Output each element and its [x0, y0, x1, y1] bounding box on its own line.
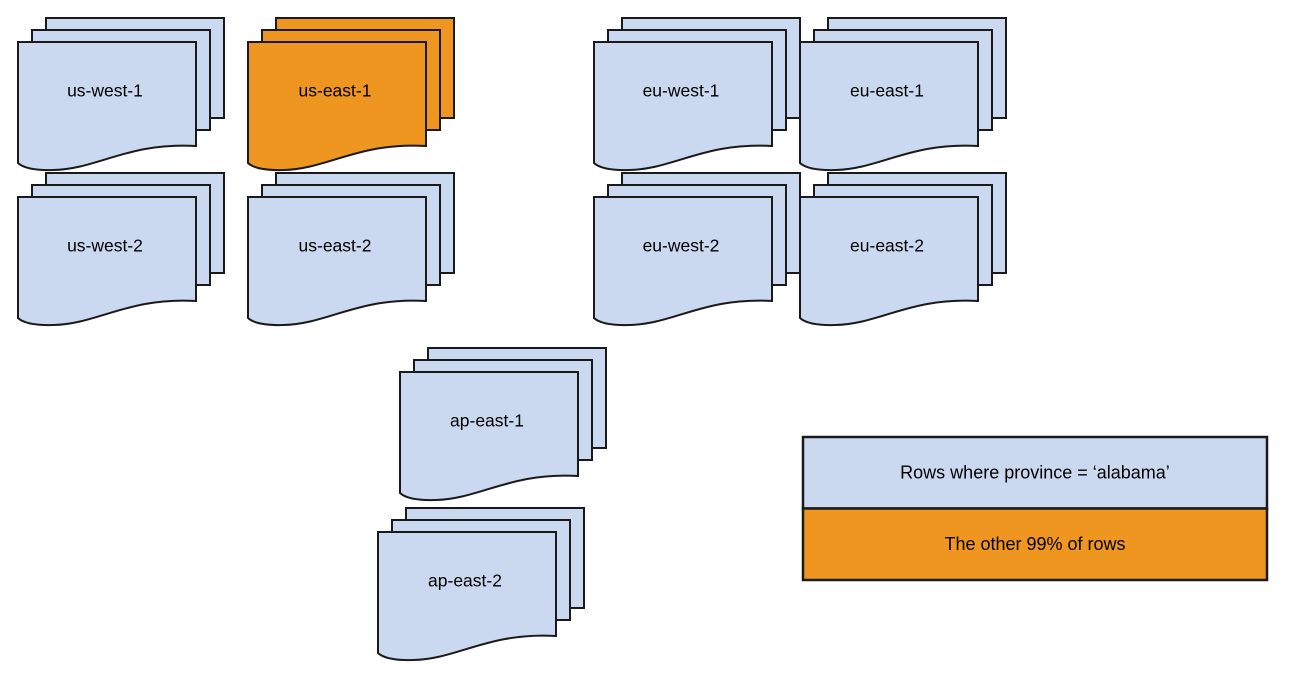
doc-sheet-front	[399, 371, 579, 502]
legend-swatch-legend-highlight	[801, 507, 1269, 582]
doc-stack-ap-east-1[interactable]: ap-east-1	[399, 347, 607, 502]
doc-sheet-front	[247, 196, 427, 327]
doc-sheet-front	[247, 41, 427, 172]
doc-stack-eu-west-1[interactable]: eu-west-1	[593, 17, 801, 172]
doc-stack-label: us-east-2	[299, 236, 372, 256]
doc-stack-label: eu-east-2	[850, 236, 924, 256]
legend-label-legend-highlight: The other 99% of rows	[944, 534, 1125, 554]
doc-sheet-front	[593, 196, 773, 327]
doc-stack-label: us-east-1	[299, 81, 372, 101]
doc-stack-label: ap-east-1	[450, 411, 524, 431]
doc-sheet-front	[799, 196, 979, 327]
doc-stack-label: eu-east-1	[850, 81, 924, 101]
doc-stack-eu-east-2[interactable]: eu-east-2	[799, 172, 1007, 327]
doc-stack-us-west-1[interactable]: us-west-1	[17, 17, 225, 172]
doc-sheet-front	[799, 41, 979, 172]
doc-sheet-front	[593, 41, 773, 172]
legend: Rows where province = ‘alabama’ The other…	[801, 435, 1269, 582]
doc-stack-ap-east-2[interactable]: ap-east-2	[377, 507, 585, 662]
doc-stack-label: ap-east-2	[428, 571, 502, 591]
doc-stack-label: eu-west-2	[643, 236, 720, 256]
legend-label-legend-normal: Rows where province = ‘alabama’	[900, 463, 1170, 483]
doc-sheet-front	[17, 41, 197, 172]
doc-stack-us-east-2[interactable]: us-east-2	[247, 172, 455, 327]
doc-stack-label: eu-west-1	[643, 81, 720, 101]
doc-stack-eu-west-2[interactable]: eu-west-2	[593, 172, 801, 327]
doc-stack-label: us-west-2	[67, 236, 143, 256]
doc-sheet-front	[17, 196, 197, 327]
doc-sheet-front	[377, 531, 557, 662]
doc-stack-label: us-west-1	[67, 81, 143, 101]
doc-stack-us-east-1[interactable]: us-east-1	[247, 17, 455, 172]
doc-stack-us-west-2[interactable]: us-west-2	[17, 172, 225, 327]
doc-stack-eu-east-1[interactable]: eu-east-1	[799, 17, 1007, 172]
